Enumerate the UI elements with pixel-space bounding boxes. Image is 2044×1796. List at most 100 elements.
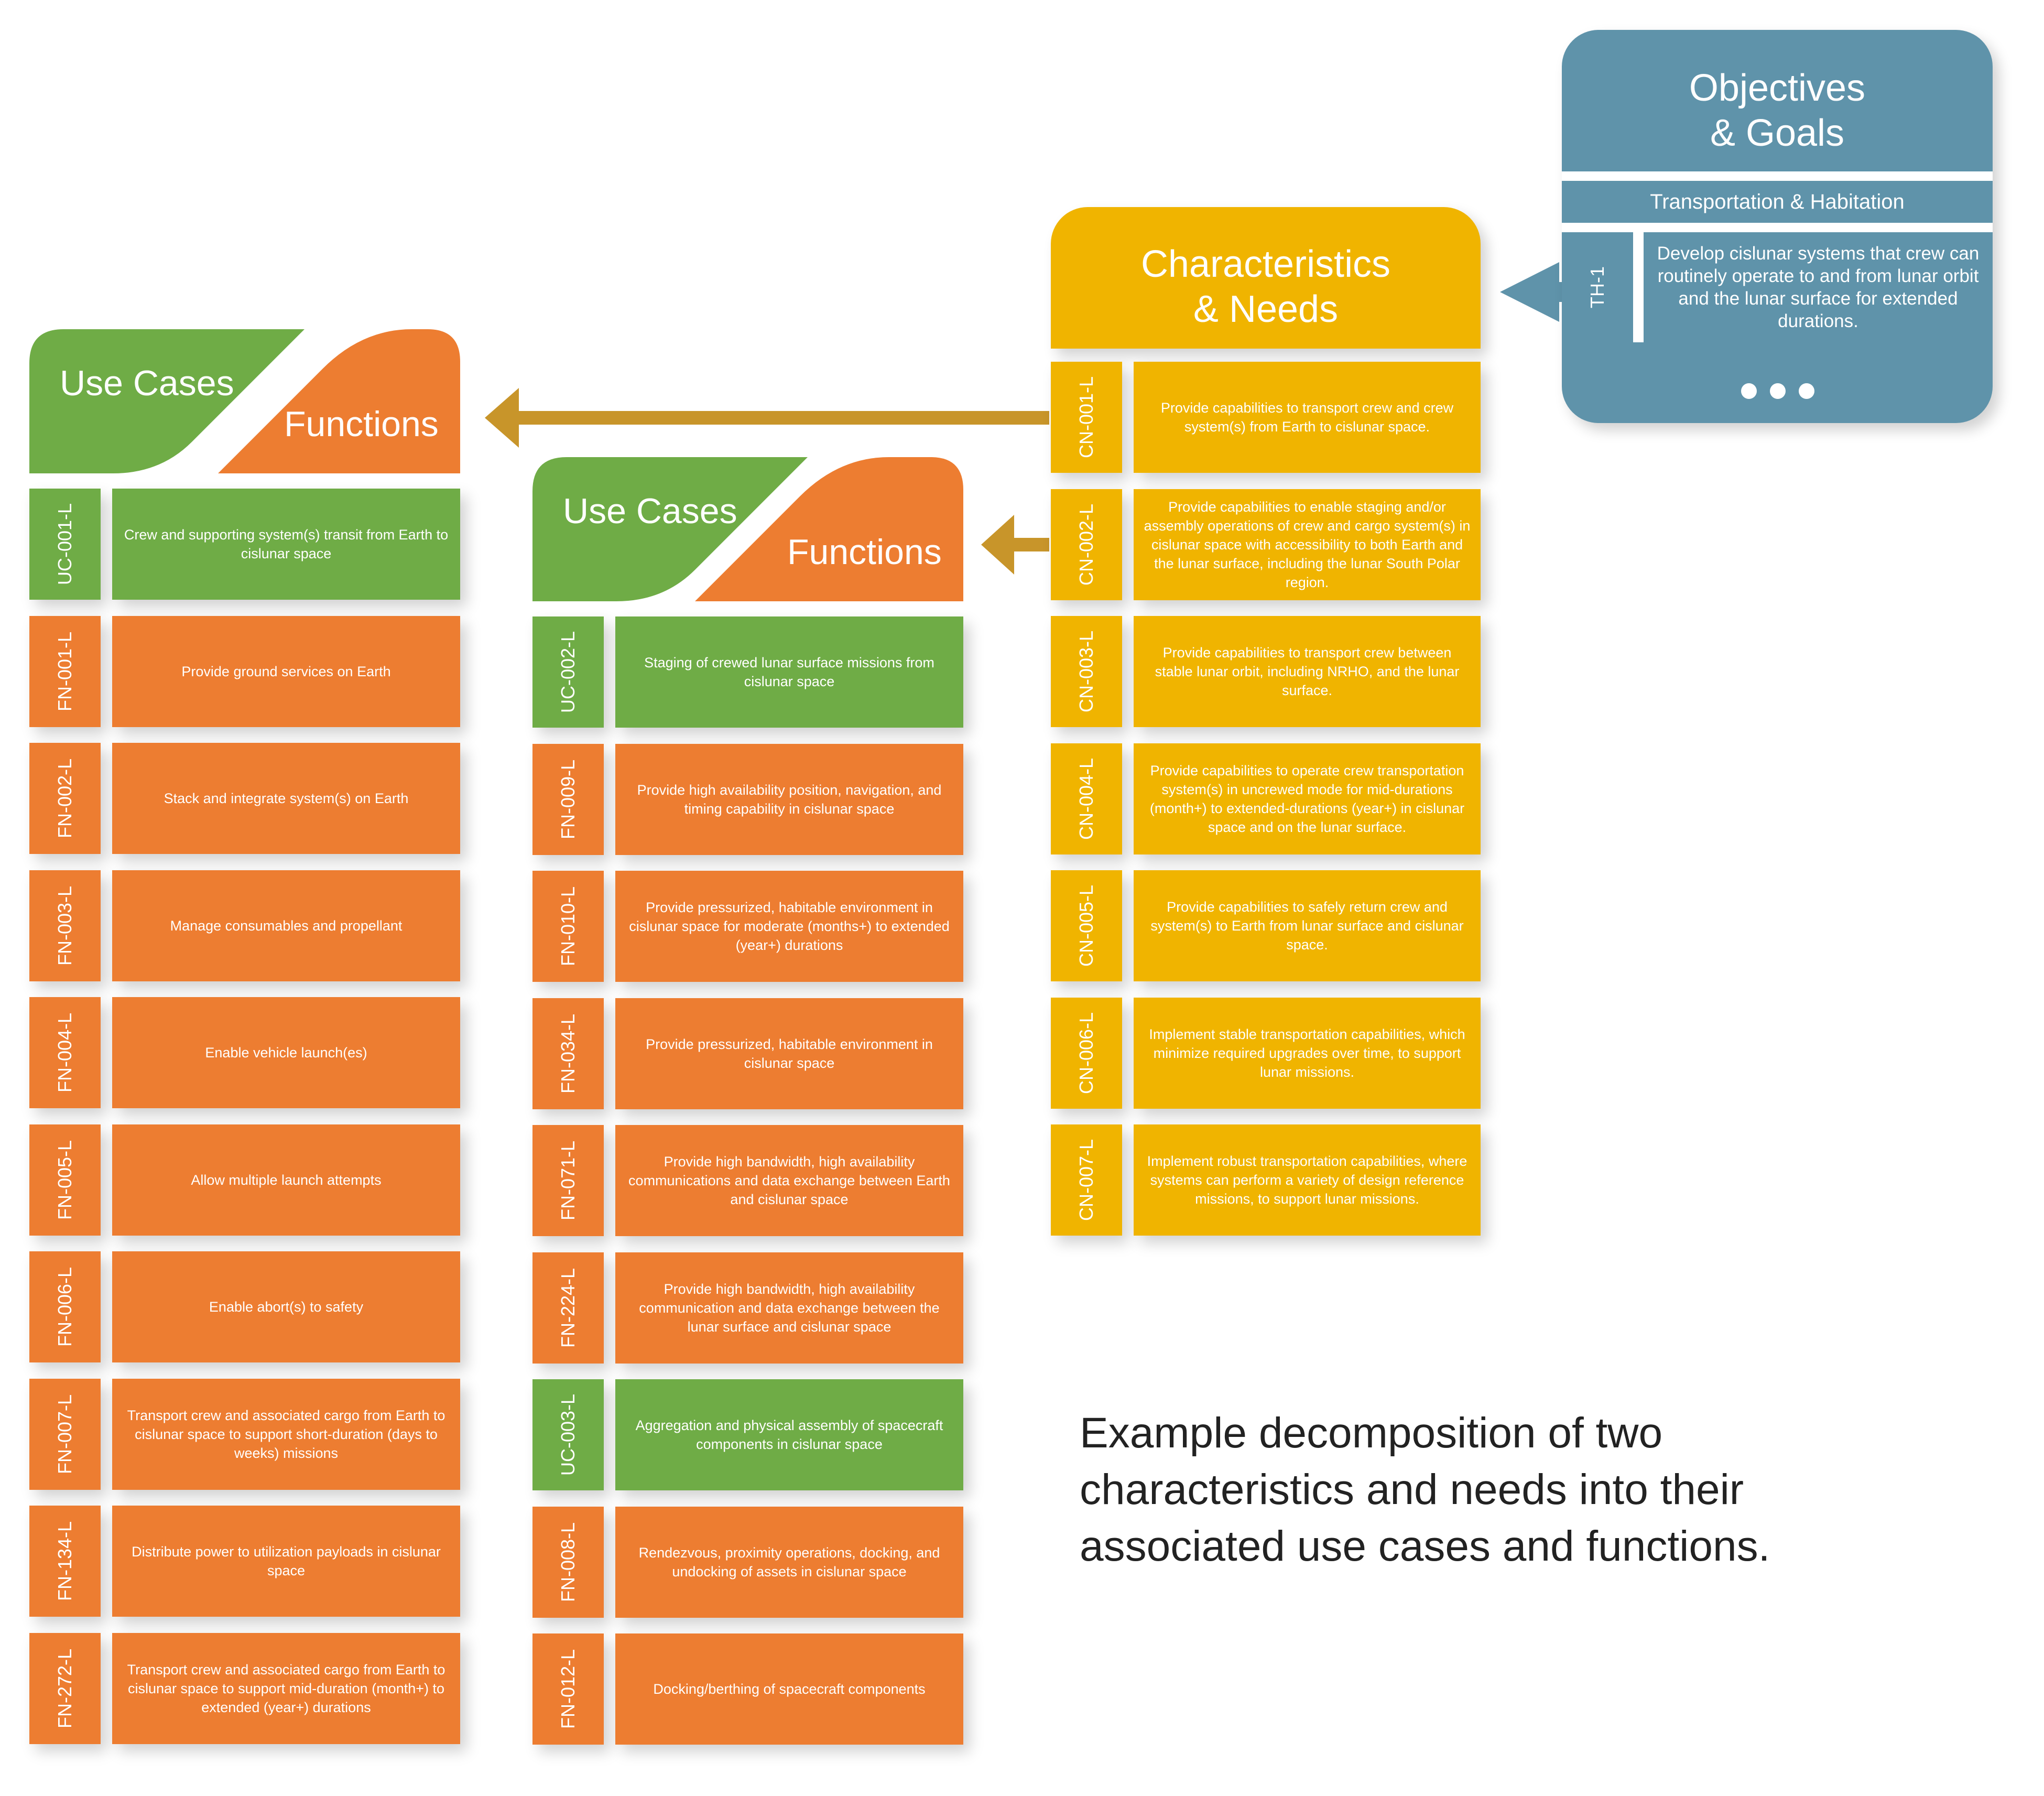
- row-description: Implement robust transportation capabili…: [1134, 1124, 1481, 1236]
- row-description: Provide pressurized, habitable environme…: [615, 998, 963, 1109]
- row-id: FN-001-L: [54, 631, 75, 711]
- row-id: CN-005-L: [1075, 884, 1097, 967]
- row-id: FN-134-L: [54, 1521, 75, 1602]
- row-description: Provide high bandwidth, high availabilit…: [615, 1125, 963, 1236]
- column2-functions-label: Functions: [787, 532, 942, 572]
- row-description: Provide capabilities to transport crew a…: [1134, 362, 1481, 473]
- row-description: Transport crew and associated cargo from…: [112, 1632, 460, 1744]
- row-id-cell: FN-004-L: [29, 997, 101, 1108]
- row-description: Crew and supporting system(s) transit fr…: [112, 489, 460, 600]
- row-description: Provide capabilities to operate crew tra…: [1134, 743, 1481, 854]
- row-id-cell: FN-002-L: [29, 743, 101, 854]
- characteristics-header: Characteristics & Needs: [1051, 207, 1481, 349]
- row-id: FN-005-L: [54, 1140, 75, 1220]
- objective-id-cell: TH-1: [1562, 232, 1633, 342]
- column1-use-cases-label: Use Cases: [60, 363, 234, 403]
- row-id: FN-007-L: [54, 1394, 75, 1474]
- objective-id: TH-1: [1586, 266, 1608, 308]
- row-id-cell: FN-007-L: [29, 1378, 101, 1490]
- row-description: Allow multiple launch attempts: [112, 1124, 460, 1236]
- row-id-cell: FN-012-L: [532, 1633, 604, 1745]
- row-description: Provide pressurized, habitable environme…: [615, 871, 963, 982]
- row-id: FN-006-L: [54, 1267, 75, 1347]
- row-id-cell: CN-004-L: [1051, 743, 1122, 854]
- row-id: FN-224-L: [557, 1268, 579, 1348]
- row-id-cell: FN-071-L: [532, 1125, 604, 1236]
- row-id-cell: FN-009-L: [532, 743, 604, 855]
- row-description: Distribute power to utilization payloads…: [112, 1506, 460, 1617]
- row-id: UC-003-L: [557, 1393, 579, 1476]
- row-description: Transport crew and associated cargo from…: [112, 1378, 460, 1490]
- row-description: Staging of crewed lunar surface missions…: [615, 616, 963, 728]
- column1-header-shapes: [29, 329, 460, 473]
- row-description: Enable vehicle launch(es): [112, 997, 460, 1108]
- row-description: Aggregation and physical assembly of spa…: [615, 1379, 963, 1490]
- row-id: CN-006-L: [1075, 1012, 1097, 1094]
- row-id: FN-034-L: [557, 1013, 579, 1094]
- row-id: FN-002-L: [54, 758, 75, 839]
- row-id: FN-071-L: [557, 1140, 579, 1221]
- objectives-subtitle: Transportation & Habitation: [1650, 190, 1905, 213]
- row-description: Provide ground services on Earth: [112, 615, 460, 727]
- row-id: UC-002-L: [557, 631, 579, 713]
- row-id-cell: CN-001-L: [1051, 362, 1122, 473]
- row-description: Stack and integrate system(s) on Earth: [112, 743, 460, 854]
- column2-header-shapes: [532, 457, 963, 601]
- row-id: UC-001-L: [54, 503, 75, 586]
- row-id-cell: CN-006-L: [1051, 997, 1122, 1109]
- row-id: FN-003-L: [54, 885, 75, 966]
- objective-text: Develop cislunar systems that crew can r…: [1644, 232, 1993, 342]
- row-id-cell: CN-003-L: [1051, 616, 1122, 727]
- row-id-cell: FN-008-L: [532, 1506, 604, 1618]
- row-id: FN-010-L: [557, 886, 579, 967]
- row-id: CN-001-L: [1075, 376, 1097, 459]
- row-description: Implement stable transportation capabili…: [1134, 997, 1481, 1109]
- row-id: CN-003-L: [1075, 630, 1097, 713]
- column1-header: Use Cases Functions: [29, 329, 460, 473]
- column2-use-cases-label: Use Cases: [563, 491, 737, 531]
- objectives-title: Objectives & Goals: [1689, 67, 1866, 154]
- row-id-cell: FN-010-L: [532, 871, 604, 982]
- row-id: CN-004-L: [1075, 758, 1097, 840]
- row-id-cell: FN-006-L: [29, 1251, 101, 1362]
- row-id: CN-002-L: [1075, 503, 1097, 586]
- row-id: FN-012-L: [557, 1649, 579, 1729]
- column1-functions-label: Functions: [284, 404, 439, 444]
- row-id-cell: CN-005-L: [1051, 870, 1122, 981]
- column2-header: Use Cases Functions: [532, 457, 963, 601]
- row-id-cell: FN-003-L: [29, 870, 101, 981]
- row-id-cell: FN-134-L: [29, 1506, 101, 1617]
- objectives-goals-card: Objectives & Goals Transportation & Habi…: [1562, 30, 1993, 423]
- row-id-cell: CN-007-L: [1051, 1124, 1122, 1236]
- row-id-cell: UC-001-L: [29, 489, 101, 600]
- characteristics-title: Characteristics & Needs: [1140, 243, 1391, 330]
- row-id-cell: FN-001-L: [29, 615, 101, 727]
- row-description: Docking/berthing of spacecraft component…: [615, 1633, 963, 1745]
- row-description: Provide high bandwidth, high availabilit…: [615, 1252, 963, 1364]
- row-description: Provide high availability position, navi…: [615, 743, 963, 855]
- row-id-cell: FN-005-L: [29, 1124, 101, 1236]
- row-description: Provide capabilities to safely return cr…: [1134, 870, 1481, 981]
- objectives-body: TH-1 Develop cislunar systems that crew …: [1562, 232, 1993, 342]
- row-description: Rendezvous, proximity operations, dockin…: [615, 1506, 963, 1618]
- arrow-cn002-to-column2: [981, 515, 1049, 575]
- row-description: Provide capabilities to transport crew b…: [1134, 616, 1481, 727]
- row-description: Enable abort(s) to safety: [112, 1251, 460, 1362]
- row-id: FN-008-L: [557, 1522, 579, 1602]
- row-id: CN-007-L: [1075, 1139, 1097, 1221]
- objectives-subtitle-band: Transportation & Habitation: [1562, 171, 1993, 232]
- figure-caption: Example decomposition of two characteris…: [1080, 1409, 1770, 1570]
- row-id-cell: FN-224-L: [532, 1252, 604, 1364]
- row-id-cell: UC-003-L: [532, 1379, 604, 1490]
- row-id: FN-009-L: [557, 759, 579, 839]
- row-description: Provide capabilities to enable staging a…: [1134, 489, 1481, 600]
- row-id-cell: UC-002-L: [532, 616, 604, 728]
- row-description: Manage consumables and propellant: [112, 870, 460, 981]
- row-id: FN-272-L: [54, 1648, 75, 1728]
- row-id-cell: CN-002-L: [1051, 489, 1122, 600]
- row-id: FN-004-L: [54, 1012, 75, 1093]
- row-id-cell: FN-272-L: [29, 1632, 101, 1744]
- arrow-cn001-to-column1: [485, 388, 1049, 448]
- row-id-cell: FN-034-L: [532, 998, 604, 1109]
